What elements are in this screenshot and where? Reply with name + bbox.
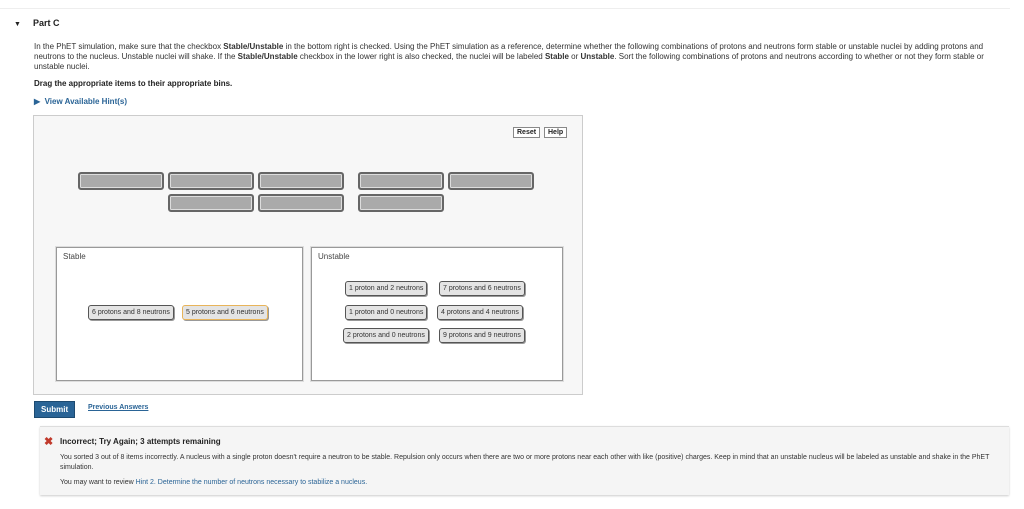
drag-drop-workspace: Reset Help Stable 6 protons and 8 neutro… <box>33 115 583 395</box>
stable-bin[interactable]: Stable 6 protons and 8 neutrons 5 proton… <box>56 247 303 381</box>
item-chip[interactable]: 5 protons and 6 neutrons <box>182 305 268 320</box>
feedback-panel: ✖ Incorrect; Try Again; 3 attempts remai… <box>40 426 1009 495</box>
empty-slot <box>168 172 254 190</box>
part-title: Part C <box>32 18 60 28</box>
empty-slot <box>78 172 164 190</box>
empty-slot <box>448 172 534 190</box>
bin-label: Stable <box>63 252 86 261</box>
instructions: In the PhET simulation, make sure that t… <box>34 42 984 71</box>
empty-slot <box>358 172 444 190</box>
error-x-icon: ✖ <box>44 436 54 448</box>
submit-button[interactable]: Submit <box>34 401 76 418</box>
review-hint: You may want to review Hint 2. Determine… <box>60 479 368 486</box>
empty-slot <box>168 194 254 212</box>
item-chip[interactable]: 7 protons and 6 neutrons <box>439 281 525 296</box>
collapse-arrow-icon[interactable]: ▼ <box>14 21 21 28</box>
item-chip[interactable]: 1 proton and 2 neutrons <box>345 281 428 296</box>
item-chip[interactable]: 2 protons and 0 neutrons <box>343 328 429 343</box>
triangle-right-icon: ▶ <box>34 97 41 106</box>
drag-instruction: Drag the appropriate items to their appr… <box>34 79 233 88</box>
feedback-title: Incorrect; Try Again; 3 attempts remaini… <box>60 437 221 446</box>
part-header[interactable]: ▼ Part C <box>14 18 59 28</box>
empty-slot <box>258 172 344 190</box>
help-button[interactable]: Help <box>544 127 568 138</box>
reset-button[interactable]: Reset <box>513 127 541 138</box>
item-chip[interactable]: 4 protons and 4 neutrons <box>437 305 523 320</box>
unstable-bin[interactable]: Unstable 1 proton and 2 neutrons 7 proto… <box>311 247 563 381</box>
bin-label: Unstable <box>318 252 350 261</box>
empty-slot <box>258 194 344 212</box>
view-hints-link[interactable]: ▶ View Available Hint(s) <box>34 97 128 106</box>
item-chip[interactable]: 9 protons and 9 neutrons <box>439 328 525 343</box>
item-chip[interactable]: 6 protons and 8 neutrons <box>88 305 174 320</box>
divider <box>0 8 1010 9</box>
item-chip[interactable]: 1 proton and 0 neutrons <box>345 305 428 320</box>
hint-2-link[interactable]: Hint 2. Determine the number of neutrons… <box>135 479 368 486</box>
feedback-message: You sorted 3 out of 8 items incorrectly.… <box>60 454 990 471</box>
empty-slot <box>358 194 444 212</box>
previous-answers-link[interactable]: Previous Answers <box>88 404 149 411</box>
